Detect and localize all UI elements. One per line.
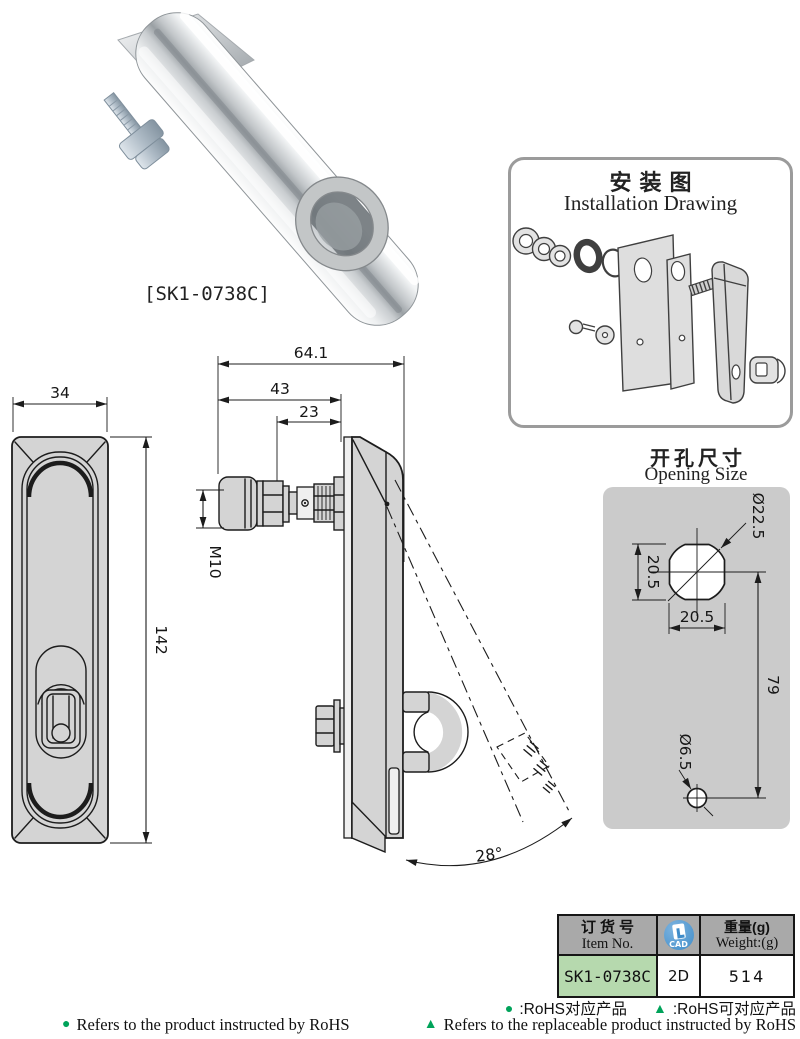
cad-icon: CAD: [663, 920, 694, 950]
dim-height-142: 142: [152, 625, 170, 655]
dim-thread-23: 23: [299, 403, 319, 421]
opening-size-drawing: Ø22.5 20.5 20.5 79 Ø6.5: [603, 487, 790, 829]
rohs-triangle-text-en: Refers to the replaceable product instru…: [443, 1015, 796, 1034]
rohs-triangle-icon-en: ▲: [423, 1017, 438, 1032]
mount-bolt: [103, 91, 170, 170]
cad-icon-label: CAD: [669, 940, 688, 949]
header-weight: 重量(g) Weight:(g): [699, 914, 795, 956]
rohs-dot-icon: ●: [504, 1000, 514, 1016]
rohs-triangle-legend-en: ▲ Refers to the replaceable product instr…: [424, 1015, 796, 1035]
rubber-ring: [573, 238, 603, 274]
dim-width-34: 34: [50, 384, 70, 402]
rohs-legend-en: ● Refers to the product instructed by RoH…: [62, 1015, 796, 1035]
installation-title-en: Installation Drawing: [563, 191, 738, 215]
spec-table-header-row: 订货号 Item No. CAD 重量(g) Weight:(g): [557, 914, 795, 956]
rohs-dot-icon-en: ●: [62, 1017, 71, 1032]
hasp-ring: [295, 176, 389, 272]
header-item-no-en: Item No.: [581, 935, 634, 952]
rohs-dot-text-en: Refers to the product instructed by RoHS: [76, 1015, 350, 1034]
installation-title-zh: 安装图: [609, 170, 700, 195]
rohs-triangle-icon: ▲: [652, 1000, 667, 1016]
rohs-dot-legend-zh: ● :RoHS对应产品: [505, 997, 627, 1019]
rohs-legend-zh: ● :RoHS对应产品 ▲ :RoHS可对应产品: [505, 997, 796, 1019]
dim-hole-spacing: 79: [764, 675, 782, 695]
dim-depth-64: 64.1: [294, 344, 329, 362]
opening-size-title-en: Opening Size: [644, 464, 748, 485]
dim-hole-height: 20.5: [644, 555, 662, 590]
spec-table-data-row: SK1-0738C 2D 514: [557, 954, 795, 998]
hasp-bolt: [315, 699, 347, 753]
screw-and-washer: [568, 319, 615, 345]
installation-exploded-view: [512, 227, 786, 404]
lock-cylinder: [749, 356, 786, 384]
header-cad: CAD: [656, 914, 701, 956]
product-code-label: [SK1-0738C]: [144, 283, 270, 305]
rohs-triangle-legend-zh: ▲ :RoHS可对应产品: [653, 997, 796, 1019]
cell-weight: 514: [699, 954, 795, 998]
cell-item-no: SK1-0738C: [557, 954, 658, 998]
header-item-no: 订货号 Item No.: [557, 914, 658, 956]
spec-table: 订货号 Item No. CAD 重量(g) Weight:(g) SK1-07…: [557, 914, 795, 998]
hasp-loop: [402, 691, 469, 773]
dim-shaft-43: 43: [270, 380, 290, 398]
installation-drawing-frame: [508, 157, 793, 428]
key-cylinder: [35, 645, 87, 759]
dim-hole-width: 20.5: [680, 608, 715, 626]
latch-handle-3d: [711, 261, 749, 404]
opening-size-title-zh: 开孔尺寸: [650, 448, 746, 470]
cad-corner-icon: [675, 927, 685, 939]
handle-body: [135, 11, 420, 326]
rohs-triangle-text-zh: :RoHS可对应产品: [672, 1001, 796, 1018]
side-view: 64.1 43 23 M10: [196, 344, 573, 867]
header-weight-en: Weight:(g): [715, 935, 779, 951]
header-weight-zh: 重量(g): [724, 919, 770, 935]
cell-cad-2d: 2D: [656, 954, 701, 998]
mount-plate-small: [666, 253, 695, 390]
rohs-dot-text-zh: :RoHS对应产品: [519, 1001, 627, 1018]
dim-angle-28: 28°: [474, 844, 504, 866]
nut-stack: [512, 227, 572, 268]
rohs-dot-legend-en: ● Refers to the product instructed by RoH…: [62, 1015, 350, 1035]
product-photo: [103, 11, 420, 326]
dim-thread-m10: M10: [206, 545, 224, 578]
front-view: 34 142: [11, 384, 170, 844]
dim-small-hole-dia: Ø6.5: [676, 734, 694, 771]
shaft-assembly: [218, 476, 353, 531]
dim-hole-dia: Ø22.5: [749, 493, 767, 540]
header-item-no-zh: 订货号: [580, 918, 638, 936]
